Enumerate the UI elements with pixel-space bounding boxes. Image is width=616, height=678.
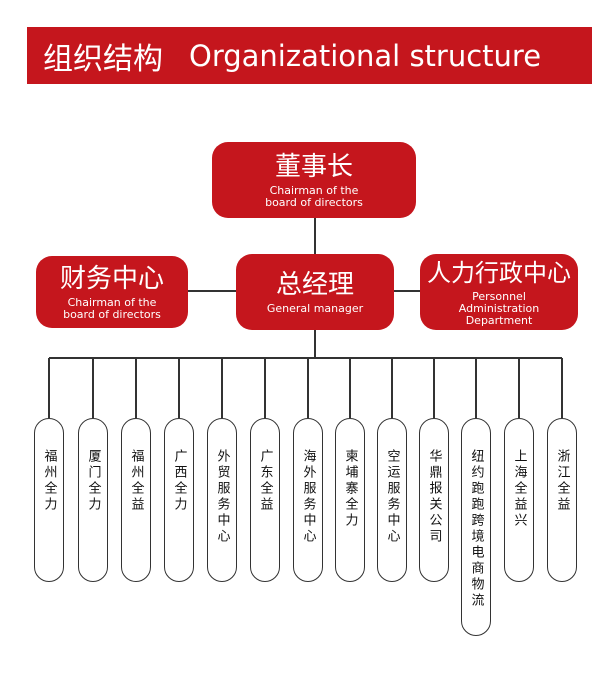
subsidiary-box: 浙江全益	[547, 418, 577, 582]
chairman-box: 董事长 Chairman of the board of directors	[212, 142, 416, 218]
gm-subtitle: General manager	[266, 301, 364, 315]
finance-center-box: 财务中心 Chairman of the board of directors	[36, 256, 188, 328]
finance-subtitle-line1: Chairman of the	[67, 295, 157, 309]
subsidiary-label: 海外服务中心	[300, 449, 316, 545]
subsidiary-box: 纽约跑跑跨境电商物流	[461, 418, 491, 636]
hr-title: 人力行政中心	[427, 258, 571, 287]
subsidiary-label: 上海全益兴	[511, 449, 527, 529]
subsidiary-label: 浙江全益	[554, 449, 570, 513]
subsidiary-box: 外贸服务中心	[207, 418, 237, 582]
subsidiary-box: 柬埔寨全力	[335, 418, 365, 582]
subsidiary-box: 上海全益兴	[504, 418, 534, 582]
finance-subtitle-line2: board of directors	[63, 307, 161, 321]
subsidiary-box: 海外服务中心	[293, 418, 323, 582]
finance-title: 财务中心	[59, 263, 164, 294]
hr-admin-center-box: 人力行政中心 Personnel Administration Departme…	[420, 254, 578, 330]
subsidiary-label: 纽约跑跑跨境电商物流	[468, 449, 484, 609]
subsidiary-label: 厦门全力	[85, 449, 101, 513]
subsidiary-box: 厦门全力	[78, 418, 108, 582]
subsidiary-label: 广西全力	[171, 449, 187, 513]
chairman-subtitle-line2: board of directors	[265, 195, 363, 209]
hr-subtitle-line2: Administration	[458, 301, 540, 315]
subsidiary-box: 广东全益	[250, 418, 280, 582]
hr-subtitle-line1: Personnel	[472, 289, 526, 303]
title-zh: 组织结构	[43, 41, 163, 77]
subsidiary-box: 福州全力	[34, 418, 64, 582]
general-manager-box: 总经理 General manager	[236, 254, 394, 330]
subsidiary-label: 福州全力	[41, 449, 57, 513]
subsidiary-label: 柬埔寨全力	[342, 449, 358, 529]
title-en: Organizational structure	[189, 38, 542, 73]
subsidiary-label: 空运服务中心	[384, 449, 400, 545]
chairman-subtitle-line1: Chairman of the	[269, 183, 359, 197]
subsidiary-label: 华鼎报关公司	[426, 449, 442, 545]
subsidiary-box: 广西全力	[164, 418, 194, 582]
title-banner: 组织结构 Organizational structure	[27, 27, 592, 84]
hr-subtitle-line3: Department	[465, 313, 533, 327]
gm-title: 总经理	[275, 269, 354, 300]
subsidiary-box: 空运服务中心	[377, 418, 407, 582]
subsidiary-box: 华鼎报关公司	[419, 418, 449, 582]
subsidiary-label: 福州全益	[128, 449, 144, 513]
subsidiary-label: 外贸服务中心	[214, 449, 230, 545]
subsidiary-label: 广东全益	[257, 449, 273, 513]
subsidiary-box: 福州全益	[121, 418, 151, 582]
chairman-title: 董事长	[274, 151, 353, 182]
